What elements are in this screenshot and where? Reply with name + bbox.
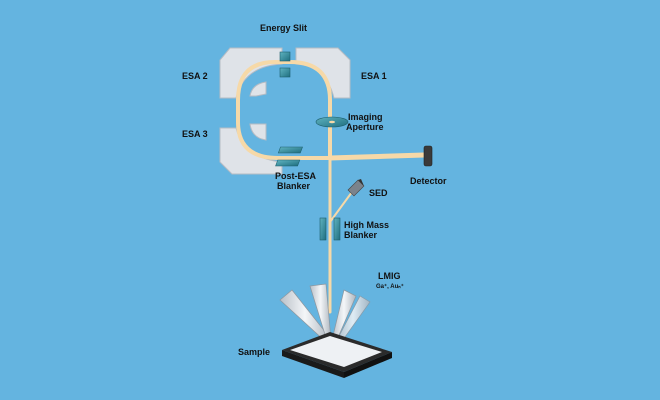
imaging-aperture-label-line1: Imaging xyxy=(348,112,383,122)
detector xyxy=(423,145,433,167)
ion-beam xyxy=(236,60,427,314)
lmig-ions-label: Ga⁺, Auₙ⁺ xyxy=(376,283,404,290)
sed-label: SED xyxy=(369,188,388,198)
esa-inner-top-left xyxy=(249,81,267,97)
energy-slit xyxy=(279,51,291,78)
esa2-label: ESA 2 xyxy=(182,71,208,81)
sample-label: Sample xyxy=(238,347,270,357)
imaging-aperture xyxy=(315,116,349,128)
high-mass-blanker xyxy=(319,217,341,241)
high-mass-label-line1: High Mass xyxy=(344,220,389,230)
energy-slit-label: Energy Slit xyxy=(260,23,307,33)
sed-branch xyxy=(329,191,353,223)
post-esa-label-line1: Post-ESA xyxy=(275,171,317,181)
esa1-label: ESA 1 xyxy=(361,71,387,81)
detector-label: Detector xyxy=(410,176,447,186)
lmig-label: LMIG xyxy=(378,271,401,281)
esa-inner-block xyxy=(249,123,267,141)
sed-detector xyxy=(347,179,365,197)
post-esa-blanker xyxy=(275,146,303,167)
secondary-beam-loop xyxy=(236,60,332,160)
esa2-block xyxy=(219,47,283,99)
sample-stage xyxy=(282,332,392,378)
post-esa-label-line2: Blanker xyxy=(277,181,311,191)
beam-to-detector xyxy=(327,152,427,161)
imaging-aperture-label-line2: Aperture xyxy=(346,122,384,132)
high-mass-label-line2: Blanker xyxy=(344,230,378,240)
esa3-label: ESA 3 xyxy=(182,129,208,139)
